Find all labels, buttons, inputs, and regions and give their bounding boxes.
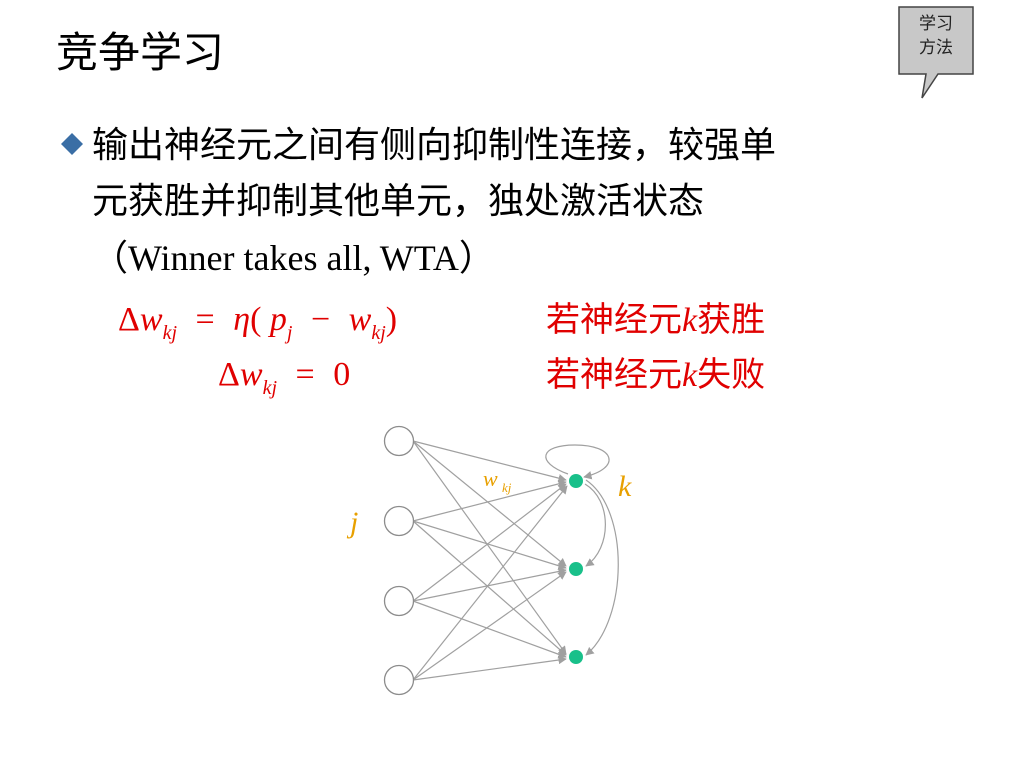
condition-winner-k: k — [682, 302, 698, 339]
formula2-delta: Δ — [218, 356, 240, 393]
formula-delta: Δ — [118, 301, 140, 338]
formula-sub-kj-2: kj — [371, 322, 386, 344]
callout-shape — [898, 6, 974, 99]
formula-sub-j: j — [286, 322, 293, 344]
formula2-zero: 0 — [333, 356, 351, 393]
connection-edges — [412, 440, 619, 681]
bullet-line-2: 元获胜并抑制其他单元，独处激活状态 — [92, 181, 705, 222]
condition-winner-suffix: 获胜 — [697, 300, 766, 340]
edge-in3-out1 — [412, 483, 567, 602]
formula-lparen: ( — [250, 301, 262, 338]
input-node-4 — [383, 664, 415, 696]
edge-in3-out3 — [412, 600, 567, 659]
condition-winner-prefix: 若神经元 — [546, 300, 682, 340]
bullet-paragraph: 输出神经元之间有侧向抑制性连接，较强单 元获胜并抑制其他单元，独处激活状态 （W… — [92, 118, 972, 286]
formula-equals: = — [195, 301, 215, 338]
formula-p: p — [269, 301, 287, 338]
output-node-3 — [569, 650, 583, 664]
formula-w: w — [139, 301, 163, 338]
edge-in4-out3 — [412, 655, 567, 681]
formula-sub-kj: kj — [162, 322, 177, 344]
condition-loser-prefix: 若神经元 — [546, 355, 682, 395]
edge-in3-out2 — [412, 567, 567, 602]
bullet-line-1: 输出神经元之间有侧向抑制性连接，较强单 — [92, 125, 777, 166]
self-loop-edge — [545, 444, 610, 480]
input-node-1 — [383, 425, 415, 457]
formula-rparen: ) — [385, 301, 398, 338]
input-nodes — [383, 425, 415, 696]
formula2-sub-kj: kj — [262, 377, 277, 399]
edge-in2-out1 — [412, 479, 567, 522]
bullet-line-3: （Winner takes all, WTA） — [92, 238, 495, 278]
callout-text: 学习 方法 — [896, 12, 976, 60]
label-k: k — [618, 470, 632, 503]
callout-line-1: 学习 — [919, 14, 953, 34]
formula2-equals: = — [295, 356, 315, 393]
callout-line-2: 方法 — [919, 38, 953, 58]
label-w-sub: kj — [502, 480, 512, 495]
edge-in1-out1 — [412, 440, 567, 483]
edge-in2-out2 — [412, 520, 567, 570]
input-node-2 — [383, 505, 415, 537]
formula-winner-update: Δwkj = η( pj − wkj) — [118, 300, 398, 343]
condition-winner: 若神经元k获胜 — [546, 300, 765, 341]
formula-minus: − — [310, 301, 331, 338]
lateral-edge-1-3 — [585, 479, 619, 656]
learning-method-callout[interactable]: 学习 方法 — [896, 4, 976, 102]
label-j: j — [346, 506, 358, 539]
output-node-1 — [569, 474, 583, 488]
output-node-2 — [569, 562, 583, 576]
edge-in1-out3 — [412, 440, 567, 655]
edge-in4-out1 — [412, 485, 568, 681]
output-nodes — [569, 474, 583, 664]
edge-in2-out3 — [412, 520, 567, 656]
diamond-bullet-icon — [61, 133, 83, 155]
label-w: w — [483, 466, 498, 491]
input-node-3 — [383, 585, 415, 617]
slide-title: 竞争学习 — [56, 28, 225, 77]
condition-loser-k: k — [682, 357, 698, 394]
edge-in1-out2 — [412, 440, 567, 567]
edge-in4-out2 — [412, 571, 567, 681]
formula-eta: η — [233, 301, 251, 338]
formula-loser-update: Δwkj = 0 — [218, 355, 351, 398]
lateral-edge-1-2 — [584, 483, 606, 567]
condition-loser-suffix: 失败 — [697, 355, 766, 395]
condition-loser: 若神经元k失败 — [546, 355, 765, 396]
formula2-w: w — [239, 356, 263, 393]
formula-w-2: w — [348, 301, 372, 338]
